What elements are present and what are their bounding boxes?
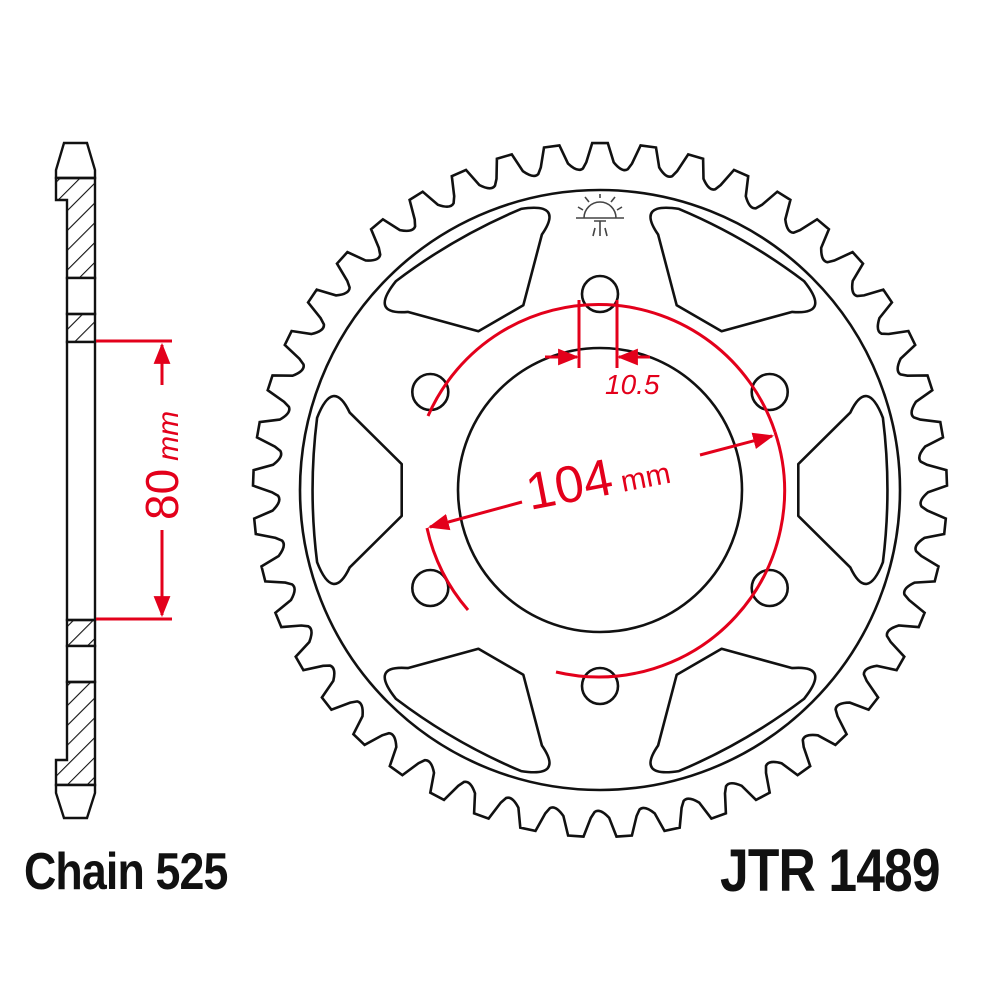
bolt-hole-dimension <box>545 300 650 368</box>
lightening-cutout <box>649 206 817 333</box>
lightening-cutout <box>383 647 551 774</box>
lightening-cutout <box>649 647 817 774</box>
sprocket-front-view <box>251 141 949 838</box>
pcd-label: 104mm <box>521 437 674 522</box>
side-profile-view <box>54 141 97 820</box>
lightening-cutout <box>797 394 889 586</box>
bolt-hole <box>750 568 790 608</box>
center-bore-label: 80mm <box>136 411 188 520</box>
lightening-cutout <box>311 394 403 586</box>
lightening-cutouts <box>311 206 889 774</box>
inner-rim <box>298 188 902 792</box>
center-bore-dimension <box>96 339 172 621</box>
bolt-hole <box>580 274 620 314</box>
bolt-hole <box>410 372 450 412</box>
sprocket-teeth-outline <box>251 141 949 838</box>
lightening-cutout <box>383 206 551 333</box>
jt-logo-icon <box>576 194 624 237</box>
bolt-hole-label: 10.5 <box>605 369 660 400</box>
bolt-holes <box>410 274 790 706</box>
bolt-hole <box>750 372 790 412</box>
bolt-hole <box>410 568 450 608</box>
pcd-dimension <box>425 303 787 679</box>
bolt-hole <box>580 666 620 706</box>
center-bore <box>456 346 744 634</box>
part-number-label: JTR 1489 <box>720 837 941 904</box>
chain-size-label: Chain 525 <box>24 843 228 901</box>
